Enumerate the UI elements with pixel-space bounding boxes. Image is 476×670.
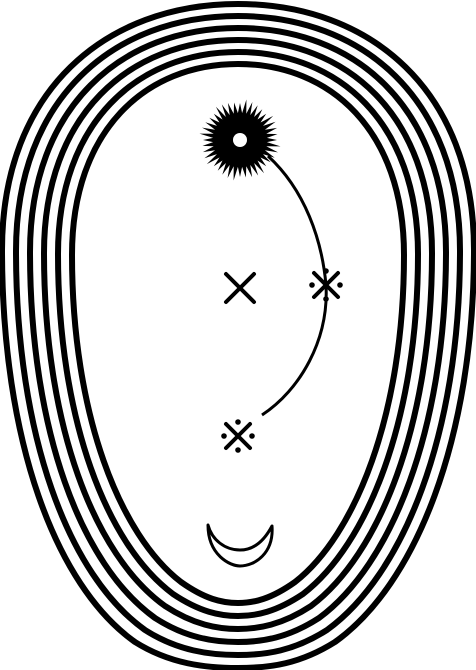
arc-path [262,156,326,415]
sun-icon [200,100,281,181]
crescent-moon-icon [208,525,272,566]
dotted-cross-star-icon [309,268,343,302]
concentric-rings [2,4,474,668]
dotted-cross-star-icon [221,419,255,453]
x-cross-icon [226,274,254,302]
